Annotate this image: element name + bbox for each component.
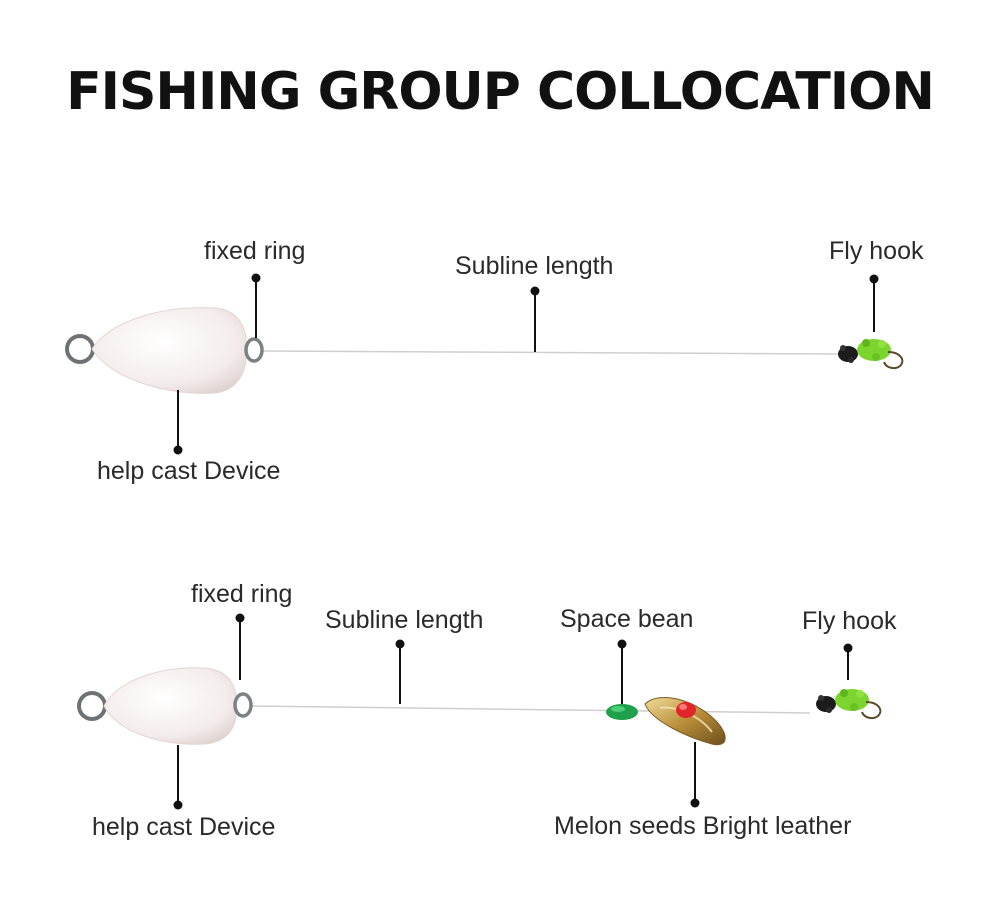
rig1-fixed-ring-pointer bbox=[251, 273, 261, 338]
rig2-spinner-blade-icon bbox=[644, 697, 726, 746]
rig2-group bbox=[77, 613, 882, 810]
rig1-fly-hook-pointer bbox=[869, 274, 879, 332]
rig1-subline-pointer bbox=[530, 286, 540, 352]
rig1-fixed-ring-label: fixed ring bbox=[204, 237, 306, 265]
rig1-fly-hook-label: Fly hook bbox=[829, 237, 924, 265]
rig1-subline bbox=[261, 350, 841, 355]
rig2-fly-hook-icon bbox=[816, 689, 882, 720]
rig1-subline-length-label: Subline length bbox=[455, 252, 614, 280]
rig2-subline-length-label: Subline length bbox=[325, 606, 484, 634]
rig2-space-bean-highlight bbox=[611, 706, 625, 712]
rig1-fly-hook-icon bbox=[838, 339, 904, 370]
rig2-subline-pointer bbox=[395, 639, 405, 704]
rig2-fixed-ring-pointer bbox=[235, 613, 245, 680]
page-title: FISHING GROUP COLLOCATION bbox=[66, 62, 935, 122]
rig2-fly-hook-pointer bbox=[843, 643, 853, 680]
rig2-float-icon bbox=[103, 667, 237, 745]
rig2-help-cast-device-label: help cast Device bbox=[92, 813, 276, 841]
rig2-space-bean-icon bbox=[606, 704, 638, 720]
rig1-help-cast-device-label: help cast Device bbox=[97, 457, 281, 485]
rig2-front-ring-icon bbox=[77, 691, 107, 721]
rig1-help-cast-pointer bbox=[173, 390, 183, 455]
rig2-space-bean-label: Space bean bbox=[560, 605, 694, 633]
rig2-fixed-ring-icon bbox=[233, 692, 253, 718]
rig2-fly-hook-label: Fly hook bbox=[802, 607, 897, 635]
rig1-front-ring-icon bbox=[65, 334, 95, 364]
rig2-melon-seeds-pointer bbox=[690, 742, 700, 808]
rig2-subline bbox=[249, 705, 811, 714]
rig2-help-cast-pointer bbox=[173, 745, 183, 810]
rig2-space-bean-pointer bbox=[617, 639, 627, 704]
rig1-group bbox=[65, 273, 904, 455]
rig1-float-icon bbox=[91, 307, 247, 394]
rig1-fixed-ring-icon bbox=[244, 337, 264, 363]
rig2-melon-seeds-label: Melon seeds Bright leather bbox=[554, 812, 852, 840]
rig2-fixed-ring-label: fixed ring bbox=[191, 580, 293, 608]
